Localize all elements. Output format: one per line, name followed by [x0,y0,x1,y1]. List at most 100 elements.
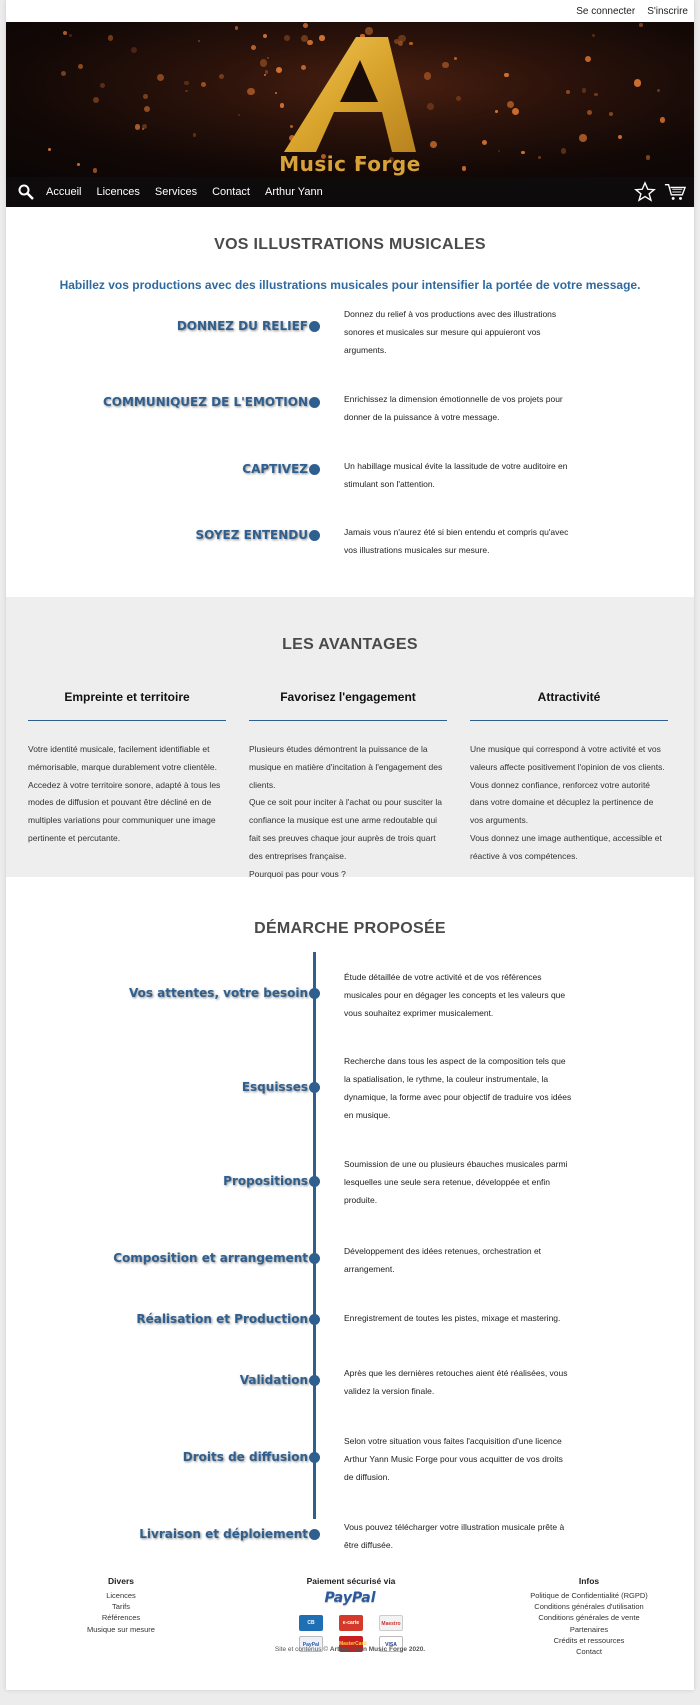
bokeh-dot [99,82,106,89]
bokeh-dot [494,110,498,114]
intro-row-title: CAPTIVEZ [242,462,308,476]
bokeh-dot [455,95,462,102]
intro-row-title: COMMUNIQUEZ DE L'EMOTION [102,395,308,409]
timeline-dot-icon [309,1529,320,1540]
divider [470,720,668,721]
card-maestro-icon: Maestro [379,1615,403,1631]
paypal-logo: PayPal [324,1590,376,1606]
card-visa-icon: VISA [379,1636,403,1652]
bokeh-dot [63,31,68,36]
advantage-text: Une musique qui correspond à votre activ… [470,744,665,861]
nav-item-accueil[interactable]: Accueil [46,186,82,198]
bokeh-dot [274,92,278,95]
process-step-text: Enregistrement de toutes les pistes, mix… [344,1313,561,1323]
footer-link[interactable]: Partenaires [569,1624,609,1634]
footer-link[interactable]: Contact [576,1647,602,1657]
intro-row-text: Enrichissez la dimension émotionnelle de… [344,394,563,422]
bokeh-dot [198,40,201,43]
bokeh-dot [633,79,642,87]
bokeh-dot [397,40,403,46]
bokeh-dot [134,124,141,130]
footer-link[interactable]: Licences [106,1591,136,1600]
process-step-title: Vos attentes, votre besoin [128,986,308,1000]
process-step-text: Soumission de une ou plusieurs ébauches … [344,1159,568,1205]
bokeh-dot [319,35,325,41]
bokeh-dot [537,156,541,160]
nav-item-arthur-yann[interactable]: Arthur Yann [265,186,323,198]
intro-row-text: Un habillage musical évite la lassitude … [344,461,568,489]
bokeh-dot [250,45,257,51]
process-step-text: Après que les dernières retouches aient … [344,1368,568,1396]
bokeh-dot [521,150,525,155]
bokeh-dot [266,56,269,59]
copyright-prefix: Site et contenus © [274,1646,330,1653]
auth-links: Se connecter S'inscrire [576,0,688,22]
section-title-avantages: LES AVANTAGES [282,636,418,653]
advantage-text: Votre identité musicale, facilement iden… [28,744,221,843]
bokeh-dot [408,41,413,46]
bokeh-dot [303,23,308,29]
bokeh-dot [426,103,434,110]
bokeh-dot [393,39,399,45]
bokeh-dot [264,74,267,77]
advantage-column: Empreinte et territoire Votre identité m… [28,690,226,848]
bokeh-dot [608,111,613,116]
bokeh-dot [398,34,406,43]
footer-link[interactable]: Musique sur mesure [87,1624,155,1634]
logo-text: Music Forge [279,152,421,176]
bokeh-dot [506,101,514,109]
bokeh-dot [234,26,238,30]
bokeh-dot [579,134,587,142]
bokeh-dot [284,35,290,41]
timeline-dot-icon [309,1253,320,1264]
advantage-column: Attractivité Une musique qui correspond … [470,690,668,866]
bokeh-dot [423,72,432,80]
advantage-title: Favorisez l'engagement [280,690,416,704]
bokeh-dot [301,34,309,42]
logo-a-icon [284,37,416,152]
nav-item-services[interactable]: Services [154,186,198,198]
register-link[interactable]: S'inscrire [647,5,688,17]
advantage-title: Attractivité [537,690,601,704]
timeline-line [313,952,316,1519]
footer-link[interactable]: Crédits et ressources [553,1635,625,1645]
advantage-title: Empreinte et territoire [64,690,190,704]
search-icon[interactable] [6,177,46,207]
bokeh-dot [453,56,457,61]
bokeh-dot [218,73,225,79]
footer-link[interactable]: Politique de Confidentialité (RGPD) [530,1591,648,1600]
copyright-owner: Arthur Yann Music Forge 2020. [329,1646,426,1653]
star-icon[interactable] [634,181,656,203]
bokeh-dot [355,157,362,164]
cart-icon[interactable] [664,181,686,203]
bokeh-dot [288,134,295,141]
divider [28,720,226,721]
bokeh-dot [141,128,144,131]
footer-link[interactable]: Conditions générales d'utilisation [534,1602,644,1612]
nav-item-contact[interactable]: Contact [212,186,250,198]
bokeh-dot [321,165,325,169]
bullet-icon [309,530,320,541]
bokeh-dot [645,154,651,160]
process-step-title: Propositions [223,1174,308,1188]
bokeh-dot [481,140,487,146]
timeline-dot-icon [309,1082,320,1093]
footer-link[interactable]: Tarifs [112,1602,130,1612]
footer-link[interactable]: Références [101,1613,141,1623]
bokeh-dot [143,94,148,100]
bokeh-dot [581,88,587,93]
bokeh-dot [192,133,197,138]
process-step-title: Validation [239,1373,308,1387]
bokeh-dot [617,135,623,140]
bokeh-dot [77,162,81,166]
footer-link[interactable]: Conditions générales de vente [538,1613,640,1623]
card-paypal-icon: PayPal [299,1636,323,1652]
nav-item-licences[interactable]: Licences [96,186,140,198]
bokeh-dot [107,35,114,41]
advantage-text: Plusieurs études démontrent la puissance… [249,744,443,879]
login-link[interactable]: Se connecter [576,5,636,17]
process-step-title: Réalisation et Production [136,1312,308,1326]
bokeh-dot [565,89,571,95]
bokeh-dot [184,89,188,93]
copyright: Site et contenus © Arthur Yann Music For… [6,1646,694,1653]
